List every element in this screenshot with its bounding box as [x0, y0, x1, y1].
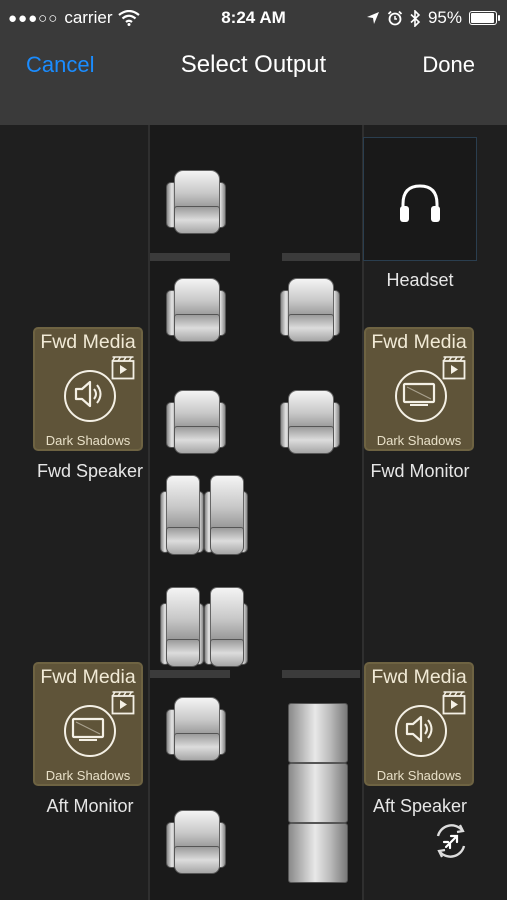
speaker-icon	[64, 370, 116, 422]
bulkhead-divider	[282, 253, 360, 261]
fwd-speaker-output-card[interactable]: Fwd Media Dark Shadows	[33, 327, 143, 451]
headset-label: Headset	[386, 270, 454, 290]
seat	[160, 475, 204, 555]
source-title: Fwd Media	[40, 666, 136, 688]
fwd-speaker-label: Fwd Speaker	[36, 461, 144, 481]
media-title: Dark Shadows	[45, 433, 131, 448]
battery-level	[471, 13, 494, 23]
fwd-monitor-label: Fwd Monitor	[370, 461, 470, 481]
done-button[interactable]: Done	[422, 52, 475, 77]
bluetooth-icon	[410, 9, 421, 27]
location-arrow-icon	[366, 12, 379, 24]
media-clapperboard-icon	[442, 691, 466, 715]
cabin-seat-map	[148, 125, 364, 900]
status-bar: ●●●○○ carrier 8:24 AM 95%	[0, 0, 507, 38]
seat	[204, 587, 248, 667]
page-title: Select Output	[180, 51, 327, 78]
seat	[280, 278, 340, 342]
media-title: Dark Shadows	[45, 768, 131, 783]
battery-icon	[469, 11, 500, 25]
seat	[166, 278, 226, 342]
media-clapperboard-icon	[111, 691, 135, 715]
seat	[166, 390, 226, 454]
aft-speaker-output-card[interactable]: Fwd Media Dark Shadows	[364, 662, 474, 786]
sync-airplane-icon[interactable]	[430, 820, 472, 862]
seat	[160, 587, 204, 667]
alarm-clock-icon	[387, 10, 403, 26]
bulkhead-divider	[282, 670, 360, 678]
headset-output-button[interactable]	[363, 137, 477, 261]
status-left: ●●●○○ carrier	[8, 8, 141, 28]
aft-monitor-label: Aft Monitor	[46, 796, 134, 816]
media-clapperboard-icon	[442, 356, 466, 380]
monitor-icon	[395, 370, 447, 422]
navigation-bar: Cancel Select Output Done	[0, 38, 507, 125]
seat	[166, 810, 226, 874]
source-title: Fwd Media	[371, 666, 467, 688]
fwd-monitor-output-card[interactable]: Fwd Media Dark Shadows	[364, 327, 474, 451]
seat	[166, 170, 226, 234]
aft-monitor-output-card[interactable]: Fwd Media Dark Shadows	[33, 662, 143, 786]
signal-strength-icon: ●●●○○	[8, 9, 59, 27]
bulkhead-divider	[150, 253, 230, 261]
seat	[280, 390, 340, 454]
source-title: Fwd Media	[371, 331, 467, 353]
media-title: Dark Shadows	[376, 768, 462, 783]
bulkhead-divider	[150, 670, 230, 678]
carrier-name: carrier	[64, 8, 113, 27]
status-right: 95%	[366, 8, 500, 28]
seat	[204, 475, 248, 555]
divan-sofa	[284, 703, 350, 891]
cancel-button[interactable]: Cancel	[26, 52, 95, 77]
status-time: 8:24 AM	[221, 8, 286, 27]
battery-percent: 95%	[427, 8, 462, 27]
seat	[166, 697, 226, 761]
source-title: Fwd Media	[40, 331, 136, 353]
wifi-icon	[118, 10, 141, 26]
speaker-icon	[395, 705, 447, 757]
monitor-icon	[64, 705, 116, 757]
media-clapperboard-icon	[111, 356, 135, 380]
aft-speaker-label: Aft Speaker	[372, 796, 468, 816]
headphones-icon	[400, 184, 440, 222]
media-title: Dark Shadows	[376, 433, 462, 448]
